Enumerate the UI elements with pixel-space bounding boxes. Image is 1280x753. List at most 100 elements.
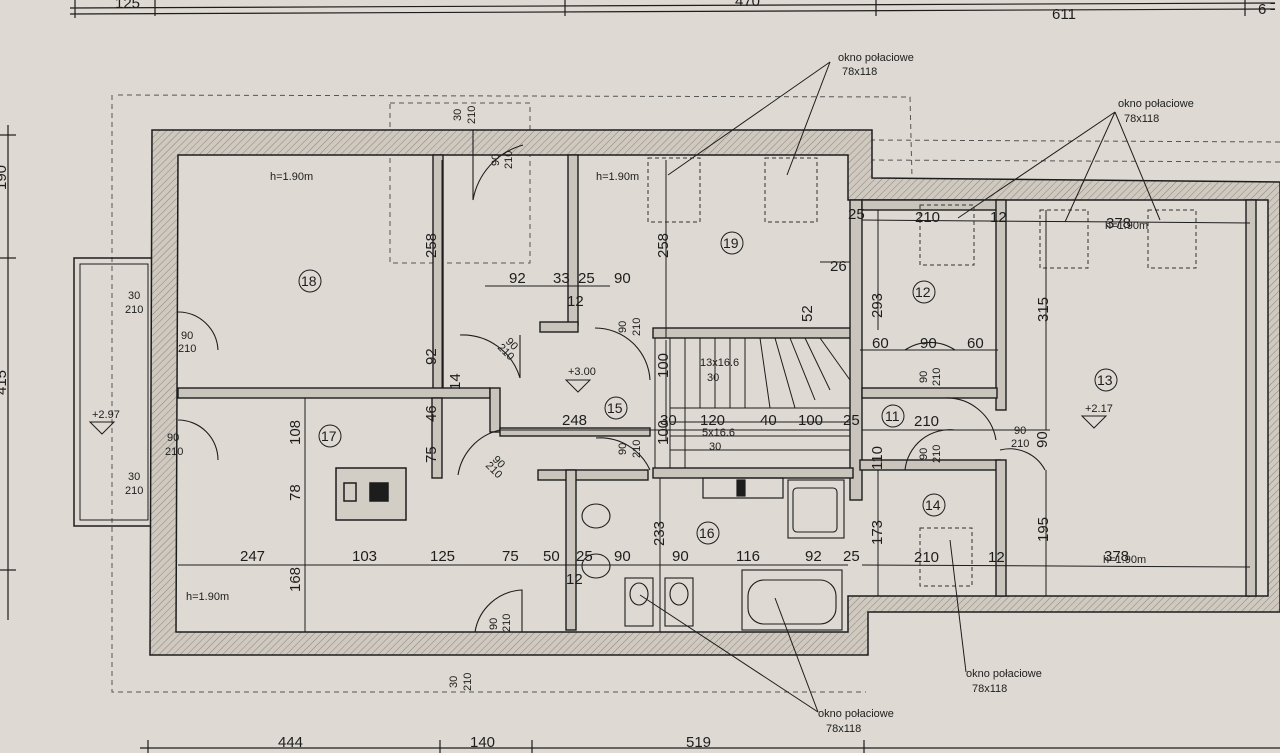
dim-258-b: 258 <box>655 233 672 258</box>
opening-210-n: 210 <box>931 445 943 463</box>
top-dim-1: 125 <box>115 0 140 12</box>
roof-outline <box>111 94 1280 693</box>
dim-108: 108 <box>287 420 304 445</box>
dim-233: 233 <box>651 521 668 546</box>
dim-90-c: 90 <box>672 548 689 565</box>
chimney <box>335 467 407 521</box>
left-dim-2: 415 <box>0 370 10 395</box>
bath-ventilation <box>702 477 784 499</box>
room-16: 16 <box>699 525 715 541</box>
dim-25-a: 25 <box>578 270 595 287</box>
dim-75: 75 <box>423 446 440 463</box>
opening-210-b: 210 <box>178 343 196 355</box>
dim-258-a: 258 <box>423 233 440 258</box>
dim-52: 52 <box>799 305 816 322</box>
dim-210-a: 210 <box>914 413 939 430</box>
window-note-3-label: okno połaciowe <box>966 668 1042 680</box>
top-dimension-line <box>69 0 1276 18</box>
dim-92-c: 92 <box>805 548 822 565</box>
dim-110: 110 <box>869 446 886 470</box>
window-note-2-size: 78x118 <box>1124 113 1159 125</box>
opening-30-b: 30 <box>128 471 140 483</box>
dimension-lines <box>178 160 1251 632</box>
opening-210-o: 210 <box>1011 438 1029 450</box>
dim-125: 125 <box>430 548 455 565</box>
dim-247: 247 <box>240 548 265 565</box>
level-217: +2.17 <box>1085 403 1113 415</box>
opening-210-f: 210 <box>503 151 515 169</box>
dim-12-b: 12 <box>566 571 583 588</box>
opening-30-d: 30 <box>448 676 460 688</box>
dim-100-a: 100 <box>655 353 672 378</box>
dim-30-a: 30 <box>660 412 677 429</box>
window-note-4-label: okno połaciowe <box>818 708 894 720</box>
opening-210-l: 210 <box>631 440 643 458</box>
staircase <box>654 337 851 469</box>
dim-14: 14 <box>447 373 464 390</box>
opening-90-k: 90 <box>1014 425 1026 437</box>
dim-75-b: 75 <box>502 548 519 565</box>
stair-label-2b: 30 <box>709 441 721 453</box>
opening-210-d: 210 <box>125 485 143 497</box>
opening-90-f: 90 <box>488 618 500 630</box>
window-note-3-size: 78x118 <box>972 683 1007 695</box>
left-dimension-line <box>0 125 16 620</box>
opening-90-c: 90 <box>490 154 502 166</box>
level-297: +2.97 <box>92 409 120 421</box>
room-19: 19 <box>723 235 739 251</box>
left-dim-1: 190 <box>0 165 10 190</box>
top-dim-3: 611 <box>1052 6 1076 23</box>
dim-90-d: 90 <box>1034 431 1051 448</box>
interior-walls <box>177 154 1257 631</box>
opening-210-m: 210 <box>931 368 943 386</box>
room-17: 17 <box>321 428 337 444</box>
window-note-2-label: okno połaciowe <box>1118 98 1194 110</box>
height-note-17: h=1.90m <box>186 591 229 603</box>
dim-173: 173 <box>869 520 886 545</box>
dim-378-b: 378 <box>1104 548 1129 565</box>
room-markers <box>298 231 1118 545</box>
dim-12-a: 12 <box>567 293 584 310</box>
dim-103: 103 <box>352 548 377 565</box>
stair-label-1b: 30 <box>707 372 719 384</box>
room-13: 13 <box>1097 372 1113 388</box>
dim-210-c: 210 <box>914 549 939 566</box>
opening-90-j: 90 <box>918 448 930 460</box>
dim-12-d: 12 <box>988 549 1005 566</box>
dim-293: 293 <box>869 293 886 318</box>
dim-78: 78 <box>287 484 304 501</box>
bottom-dim-3: 519 <box>686 734 711 751</box>
exterior-walls <box>149 129 1280 656</box>
opening-90-h: 90 <box>617 443 629 455</box>
bathroom-fixtures <box>581 479 845 631</box>
room-12: 12 <box>915 284 931 300</box>
opening-210-a: 210 <box>125 304 143 316</box>
dim-25-d: 25 <box>843 412 860 429</box>
room-18: 18 <box>301 273 317 289</box>
dim-315: 315 <box>1035 297 1052 322</box>
opening-30-c: 30 <box>452 109 464 121</box>
opening-210-k: 210 <box>631 318 643 336</box>
dim-60-b: 60 <box>967 335 984 352</box>
level-300: +3.00 <box>568 366 596 378</box>
dim-25-c: 25 <box>843 548 860 565</box>
dim-25-e: 25 <box>848 206 865 223</box>
bottom-dim-2: 140 <box>470 734 495 751</box>
dim-92-b: 92 <box>423 348 440 365</box>
opening-210-e: 210 <box>466 106 478 124</box>
dim-46: 46 <box>423 405 440 422</box>
opening-90-a: 90 <box>181 330 193 342</box>
leader-lines <box>639 61 1161 713</box>
dim-40: 40 <box>760 412 777 429</box>
dim-25-b: 25 <box>576 548 593 565</box>
height-note-18: h=1.90m <box>270 171 313 183</box>
room-15: 15 <box>607 400 623 416</box>
dim-92-a: 92 <box>509 270 526 287</box>
stair-label-1: 13x16.6 <box>700 357 739 369</box>
skylight-windows <box>647 157 1197 587</box>
window-note-1-label: okno połaciowe <box>838 52 914 64</box>
dim-90-a: 90 <box>614 270 631 287</box>
dim-248: 248 <box>562 412 587 429</box>
opening-210-c: 210 <box>165 446 183 458</box>
